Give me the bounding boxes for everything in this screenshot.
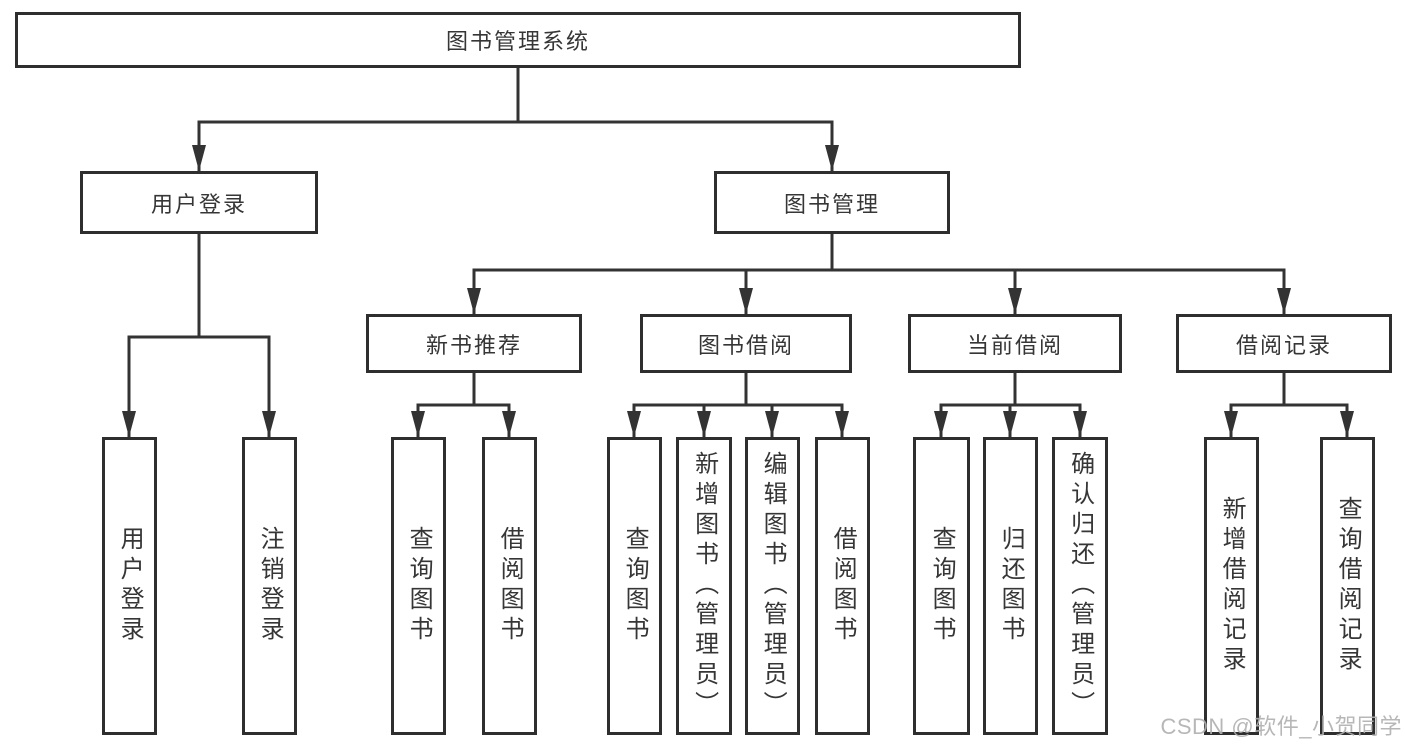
node-new-book-recommend: 新书推荐 xyxy=(366,314,582,373)
arrowhead xyxy=(835,411,849,437)
arrowhead xyxy=(502,411,516,437)
arrowhead xyxy=(765,411,779,437)
node-current-borrow: 当前借阅 xyxy=(908,314,1122,373)
arrowhead xyxy=(934,411,948,437)
node-root: 图书管理系统 xyxy=(15,12,1021,68)
leaf-label: 借阅图书 xyxy=(496,526,524,646)
leaf-label: 新增借阅记录 xyxy=(1218,496,1246,676)
arrowhead xyxy=(1277,288,1291,314)
leaf-query-borrow-record: 查询借阅记录 xyxy=(1320,437,1375,735)
arrowhead xyxy=(1073,411,1087,437)
node-user-login: 用户登录 xyxy=(80,171,318,234)
leaf-label: 查询图书 xyxy=(621,526,649,646)
leaf-user-login: 用户登录 xyxy=(102,437,157,735)
connector-recommend-branch xyxy=(416,403,511,437)
arrowhead xyxy=(627,411,641,437)
leaf-label: 编辑图书（管理员） xyxy=(759,451,787,721)
leaf-label: 确认归还（管理员） xyxy=(1066,451,1094,721)
leaf-label: 用户登录 xyxy=(116,526,144,646)
leaf-label: 借阅图书 xyxy=(829,526,857,646)
arrowhead xyxy=(1340,411,1354,437)
connector-borrow-branch xyxy=(632,403,844,437)
connector-records-branch xyxy=(1229,403,1349,437)
node-borrow-records: 借阅记录 xyxy=(1176,314,1392,373)
arrowhead xyxy=(467,288,481,314)
watermark: CSDN @软件_小贺同学 xyxy=(1160,714,1402,739)
leaf-borrow-books: 借阅图书 xyxy=(815,437,870,735)
arrowhead xyxy=(1224,411,1238,437)
leaf-query-books-recommend: 查询图书 xyxy=(391,437,446,735)
arrowhead xyxy=(122,411,136,437)
leaf-borrow-books-recommend: 借阅图书 xyxy=(482,437,537,735)
leaf-return-books: 归还图书 xyxy=(983,437,1038,735)
leaf-query-books-borrow: 查询图书 xyxy=(607,437,662,735)
arrowhead xyxy=(411,411,425,437)
arrowhead xyxy=(262,411,276,437)
leaf-logout-login: 注销登录 xyxy=(242,437,297,735)
leaf-query-books-current: 查询图书 xyxy=(913,437,970,735)
leaf-edit-books-admin: 编辑图书（管理员） xyxy=(745,437,800,735)
node-book-management: 图书管理 xyxy=(714,171,950,234)
arrowhead xyxy=(697,411,711,437)
leaf-add-books-admin: 新增图书（管理员） xyxy=(676,437,732,735)
leaf-label: 归还图书 xyxy=(997,526,1025,646)
connector-mgmt-branch xyxy=(472,268,1286,314)
connector-login-branch xyxy=(127,335,271,437)
node-book-borrow: 图书借阅 xyxy=(640,314,852,373)
leaf-label: 查询图书 xyxy=(405,526,433,646)
leaf-label: 查询借阅记录 xyxy=(1334,496,1362,676)
arrowhead xyxy=(825,145,839,171)
arrowhead xyxy=(1003,411,1017,437)
arrowhead xyxy=(1008,288,1022,314)
arrowhead xyxy=(739,288,753,314)
leaf-label: 查询图书 xyxy=(928,526,956,646)
arrowhead xyxy=(192,145,206,171)
leaf-label: 新增图书（管理员） xyxy=(690,451,718,721)
leaf-add-borrow-record: 新增借阅记录 xyxy=(1204,437,1259,735)
connector-root-branch xyxy=(197,120,834,171)
leaf-confirm-return-admin: 确认归还（管理员） xyxy=(1052,437,1108,735)
leaf-label: 注销登录 xyxy=(256,526,284,646)
